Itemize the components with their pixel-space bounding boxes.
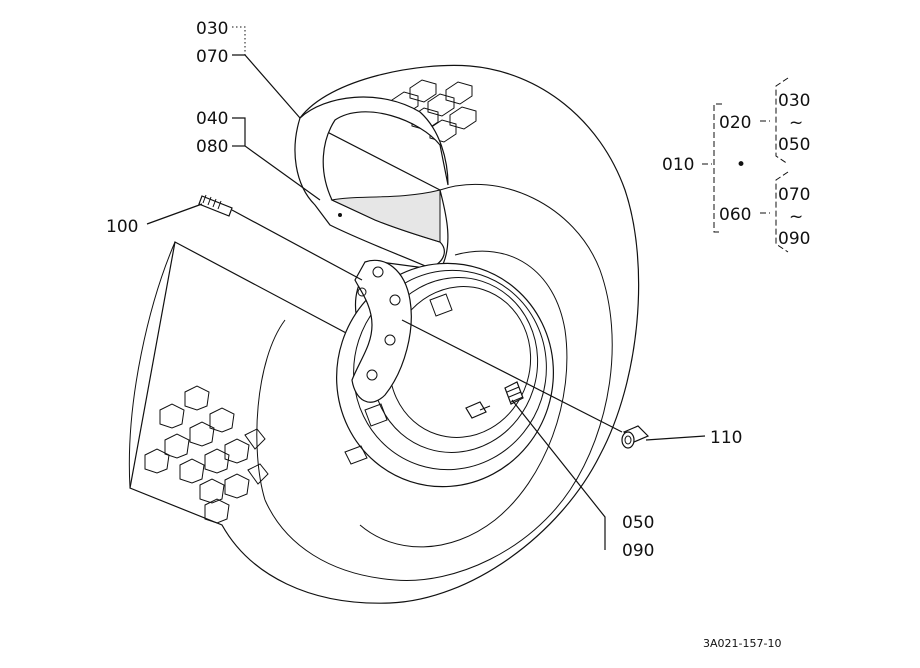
tire-sidewall-line [264, 183, 613, 581]
stud-bolt-100 [198, 194, 233, 217]
callout-110: 110 [710, 428, 742, 448]
tree-060-tilde: ~ [789, 207, 803, 227]
tree-bullet: • [736, 155, 746, 175]
tree-060-from: 070 [778, 185, 810, 205]
callout-090-bottom: 090 [622, 541, 654, 561]
bolt-hole [372, 266, 384, 278]
tire-section-inner [330, 189, 441, 243]
tire-bead-line [359, 250, 568, 548]
tire-section-outer [294, 96, 449, 269]
assembly-tree: 010 • 020 030 ~ 050 060 070 ~ 090 [662, 77, 810, 253]
tree-branch-060: 060 [719, 205, 751, 225]
valve-stem [465, 401, 491, 419]
bolt-hole [366, 369, 378, 381]
tread-blocks-lower [144, 385, 269, 524]
valve-core-050 [504, 381, 524, 405]
callout-030-top: 030 [196, 19, 228, 39]
tread-blocks-upper [391, 79, 477, 143]
tree-020-to: 050 [778, 135, 810, 155]
tire-cut-face [128, 241, 176, 489]
wheel-nut-110 [621, 425, 650, 449]
bolt-hole [384, 334, 396, 346]
rim-lug [364, 403, 388, 427]
tree-020-from: 030 [778, 91, 810, 111]
rim-bead-seat [353, 269, 547, 471]
bolt-hole [357, 287, 367, 297]
rim-lug [344, 445, 368, 465]
tree-root-010: 010 [662, 155, 694, 175]
tree-020-tilde: ~ [789, 113, 803, 133]
callout-100: 100 [106, 217, 138, 237]
leader-lines [146, 26, 706, 550]
tree-branch-020: 020 [719, 113, 751, 133]
rim-lug [429, 293, 453, 317]
callout-050-bottom: 050 [622, 513, 654, 533]
tire-cross-section [294, 96, 449, 269]
bolt-hole [389, 294, 401, 306]
drawing-code: 3A021-157-10 [703, 637, 781, 650]
callout-080: 080 [196, 137, 228, 157]
wheel-disc [351, 259, 412, 403]
tree-060-to: 090 [778, 229, 810, 249]
tube-marker [338, 213, 342, 217]
callout-070-top: 070 [196, 47, 228, 67]
callout-040: 040 [196, 109, 228, 129]
tire-cut-edge [256, 319, 286, 501]
